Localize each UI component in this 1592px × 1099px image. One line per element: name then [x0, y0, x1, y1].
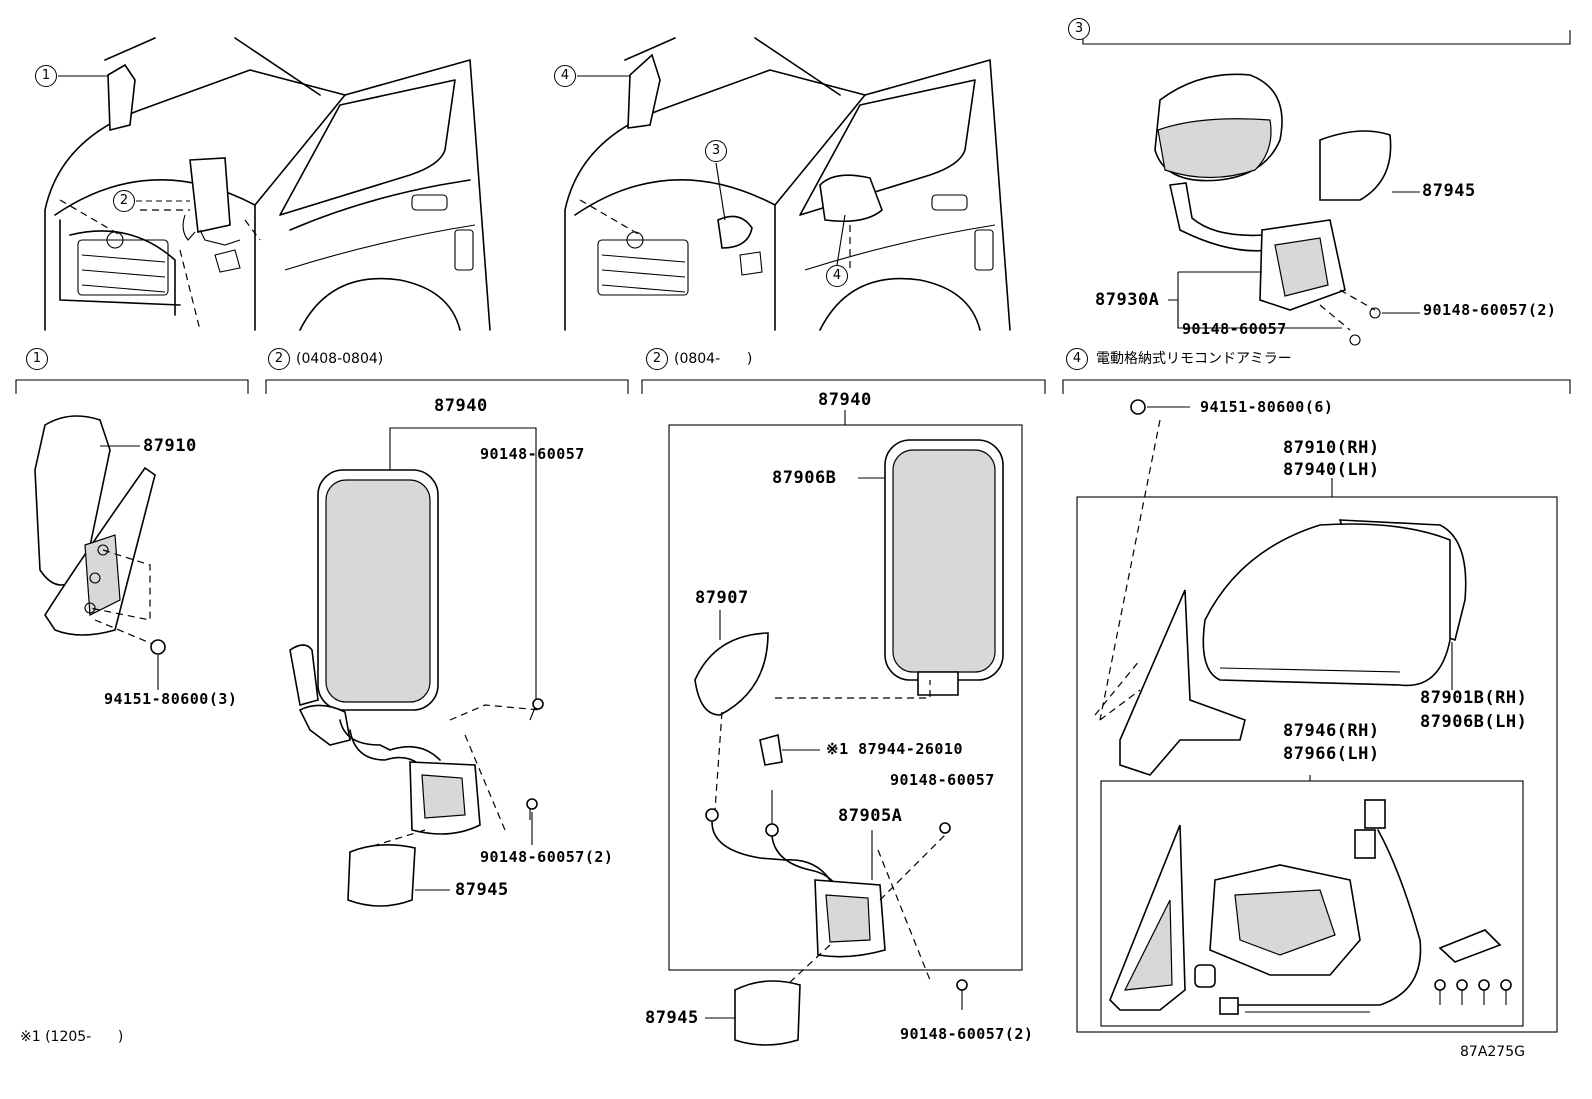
section-1-bracket — [15, 379, 249, 394]
label-90148-60057-2-s3: 90148-60057(2) — [1423, 301, 1557, 319]
section-1-mirror — [34, 415, 166, 690]
label-87940-s2a: 87940 — [434, 396, 488, 416]
section-4-number: 4 — [1066, 348, 1088, 370]
section-4-bracket — [1062, 379, 1571, 394]
label-87945-s3: 87945 — [1422, 181, 1476, 201]
van-front-view-2 — [564, 37, 1011, 331]
van2-callout-4a: 4 — [554, 65, 576, 87]
label-87944-26010: ※1 87944-26010 — [826, 740, 963, 758]
label-87910-s1: 87910 — [143, 436, 197, 456]
label-87930A: 87930A — [1095, 290, 1160, 310]
section-2a-number: 2 — [268, 348, 290, 370]
section-1-number: 1 — [26, 348, 48, 370]
van2-callout-3: 3 — [705, 140, 727, 162]
label-90148-60057-2-s2b: 90148-60057(2) — [900, 1025, 1034, 1043]
van2-callout-4b: 4 — [826, 265, 848, 287]
label-87907: 87907 — [695, 588, 749, 608]
label-90148-60057-2-s2a: 90148-60057(2) — [480, 848, 614, 866]
label-87901B-RH: 87901B(RH) — [1420, 688, 1528, 708]
footnote: ※1 (1205- ) — [20, 1029, 124, 1045]
figure-code: 87A275G — [1460, 1044, 1525, 1060]
label-87940-LH: 87940(LH) — [1283, 460, 1380, 480]
section-2a-bracket — [265, 379, 629, 394]
section-3-mirror — [1082, 30, 1571, 346]
section-2b-number: 2 — [646, 348, 668, 370]
label-87945-s2b: 87945 — [645, 1008, 699, 1028]
label-90148-60057-s2a: 90148-60057 — [480, 445, 585, 463]
label-87905A: 87905A — [838, 806, 903, 826]
van-front-view-1 — [44, 37, 491, 331]
section-4-title: 電動格納式リモコンドアミラー — [1096, 351, 1292, 367]
label-87910-RH: 87910(RH) — [1283, 438, 1380, 458]
label-94151-80600-6: 94151-80600(6) — [1200, 398, 1334, 416]
section-2a-title: (0408-0804) — [296, 351, 384, 367]
label-87906B: 87906B — [772, 468, 837, 488]
label-90148-60057-s3: 90148-60057 — [1182, 320, 1287, 338]
label-87906B-LH: 87906B(LH) — [1420, 712, 1528, 732]
label-87966-LH: 87966(LH) — [1283, 744, 1380, 764]
section-2b-bracket — [641, 379, 1046, 394]
section-2b-title: (0804- ) — [674, 351, 753, 367]
label-87945-s2a: 87945 — [455, 880, 509, 900]
section-4-mirror — [1076, 399, 1558, 1033]
section-2b-mirror — [668, 410, 1023, 1046]
label-94151-80600-3: 94151-80600(3) — [104, 690, 238, 708]
label-87946-RH: 87946(RH) — [1283, 721, 1380, 741]
van1-callout-2: 2 — [113, 190, 135, 212]
section-2a-mirror — [289, 427, 544, 907]
label-90148-60057-s2b-top: 90148-60057 — [890, 771, 995, 789]
label-87940-s2b: 87940 — [818, 390, 872, 410]
van1-callout-1: 1 — [35, 65, 57, 87]
section-3-number: 3 — [1068, 18, 1090, 40]
